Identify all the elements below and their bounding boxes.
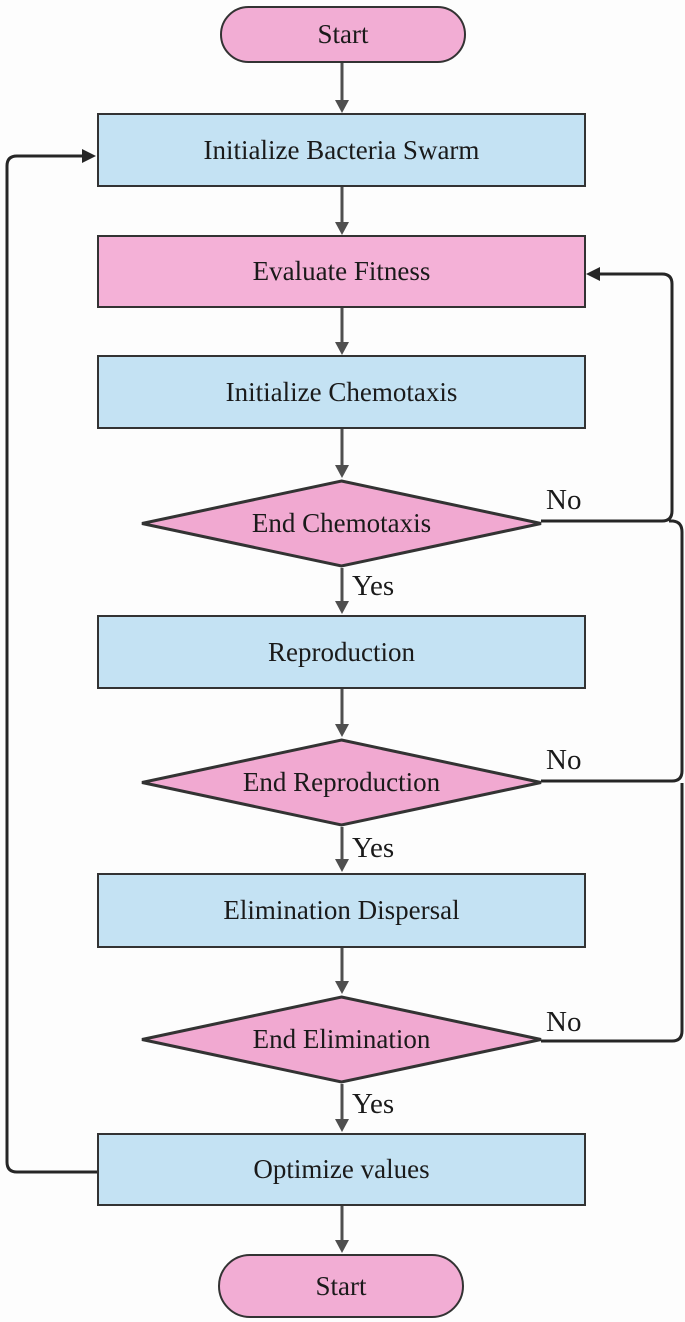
loop-end-elimination-no — [541, 783, 684, 1043]
arrow-start-to-init-swarm — [335, 63, 349, 113]
node-start-top: Start — [220, 6, 466, 63]
edge-label-no-chemotaxis: No — [546, 484, 582, 516]
diamond-shape — [141, 738, 542, 827]
arrow-reproduction-to-end-reproduction — [335, 689, 349, 737]
node-reproduction-label: Reproduction — [268, 636, 415, 667]
arrow-evaluate-to-init-chemotaxis — [335, 308, 349, 355]
node-evaluate-fitness-label: Evaluate Fitness — [252, 256, 431, 286]
node-end-elimination: End Elimination — [139, 995, 544, 1084]
arrow-end-reproduction-yes-to-elimination — [335, 827, 349, 872]
node-reproduction: Reproduction — [97, 615, 586, 689]
node-end-reproduction: End Reproduction — [139, 738, 544, 827]
loop-end-reproduction-no — [541, 519, 684, 783]
node-optimize-values: Optimize values — [97, 1133, 586, 1206]
arrow-init-swarm-to-evaluate — [335, 187, 349, 235]
node-elimination-dispersal-label: Elimination Dispersal — [223, 895, 460, 925]
edge-label-yes-chemotaxis: Yes — [352, 570, 395, 602]
node-initialize-chemotaxis-label: Initialize Chemotaxis — [225, 376, 458, 407]
loop-end-chemotaxis-no-to-evaluate — [541, 267, 674, 523]
arrow-init-chemotaxis-to-end-chemotaxis — [335, 429, 349, 478]
node-start-bottom: Start — [218, 1254, 464, 1318]
arrow-end-chemotaxis-yes-to-reproduction — [335, 568, 349, 614]
node-end-reproduction-label: End Reproduction — [242, 767, 441, 797]
diamond-shape — [141, 479, 542, 568]
node-end-chemotaxis: End Chemotaxis — [139, 479, 544, 568]
loop-optimize-to-init-swarm — [5, 149, 97, 1174]
node-optimize-values-label: Optimize values — [253, 1154, 430, 1184]
diamond-shape — [141, 995, 542, 1084]
node-evaluate-fitness: Evaluate Fitness — [97, 235, 586, 308]
arrow-elimination-to-end-elimination — [335, 948, 349, 994]
node-initialize-bacteria-swarm: Initialize Bacteria Swarm — [97, 113, 586, 187]
node-end-elimination-label: End Elimination — [252, 1024, 431, 1054]
arrow-optimize-to-start-bottom — [335, 1206, 349, 1253]
node-start-top-label: Start — [317, 19, 369, 49]
edge-label-no-reproduction: No — [546, 744, 582, 776]
node-initialize-bacteria-swarm-label: Initialize Bacteria Swarm — [203, 134, 480, 165]
edge-label-yes-reproduction: Yes — [352, 832, 395, 864]
arrow-end-elimination-yes-to-optimize — [335, 1084, 349, 1132]
edge-label-yes-elimination: Yes — [352, 1088, 395, 1120]
node-elimination-dispersal: Elimination Dispersal — [97, 873, 586, 948]
node-start-bottom-label: Start — [315, 1270, 367, 1301]
node-initialize-chemotaxis: Initialize Chemotaxis — [97, 355, 586, 429]
node-end-chemotaxis-label: End Chemotaxis — [251, 508, 432, 538]
edge-label-no-elimination: No — [546, 1006, 582, 1038]
